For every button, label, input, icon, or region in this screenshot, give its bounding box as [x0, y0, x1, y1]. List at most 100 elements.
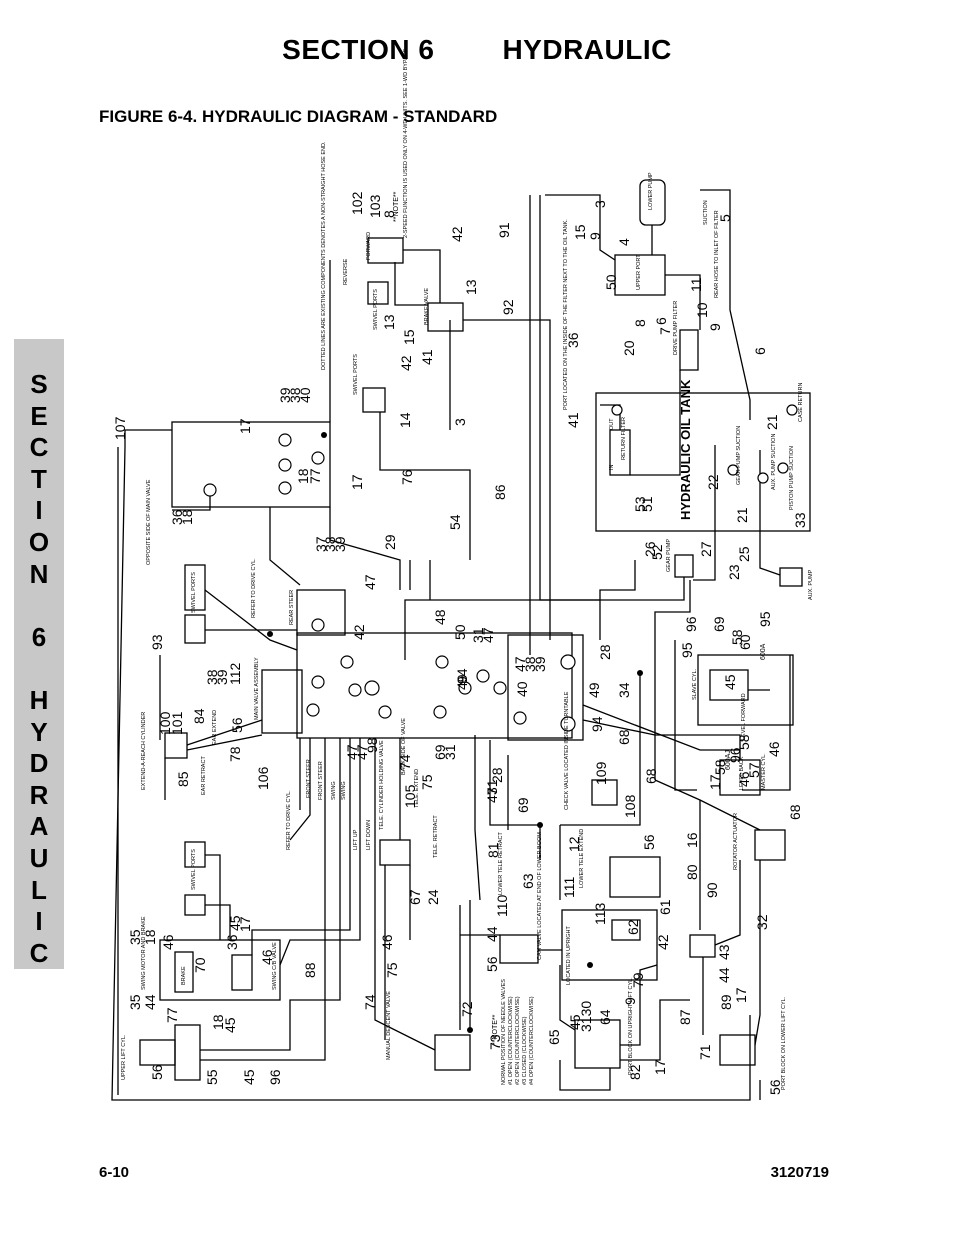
- callout-number: 49: [454, 674, 470, 690]
- hose-line: [474, 735, 481, 901]
- hose-line: [759, 450, 781, 576]
- callout-number: 68: [616, 729, 632, 745]
- callout-number: 76: [399, 469, 415, 485]
- callout-number: 31: [484, 779, 500, 795]
- callout-number: 47: [354, 744, 370, 760]
- hose-line: [379, 412, 471, 560]
- label-back-side: BACK SIDE OF VALVE: [401, 718, 407, 775]
- label-tele-cyl: TELE. CYLINDER HOLDING VALVE: [379, 740, 385, 830]
- callout-number: 103: [367, 194, 383, 218]
- port-circle: [560, 716, 576, 732]
- label-reverse: REVERSE: [343, 258, 349, 285]
- callout-number: 45: [241, 1069, 257, 1085]
- hose-line: [754, 860, 761, 1046]
- callout-number: 17: [733, 987, 749, 1003]
- callout-number: 31: [470, 627, 486, 643]
- callout-number: 20: [621, 340, 637, 356]
- callout-number: 42: [351, 624, 367, 640]
- port-circle: [378, 705, 392, 719]
- callout-number: 39: [277, 387, 293, 403]
- label-swivel-ports2: SWIVEL PORTS: [191, 849, 197, 890]
- document-number: 3120719: [770, 1164, 829, 1181]
- hose-line: [403, 249, 441, 303]
- hose-line: [200, 738, 341, 1051]
- callout-number: 18: [142, 929, 158, 945]
- callout-number: 70: [192, 957, 208, 973]
- label-upper-port: UPPER PORT: [636, 254, 642, 290]
- hose-line: [665, 274, 701, 330]
- junction-dot: [321, 432, 327, 438]
- callout-number: 50: [603, 274, 619, 290]
- callout-number: 51: [639, 496, 655, 512]
- port-circle: [458, 681, 472, 695]
- callout-number: 88: [302, 962, 318, 978]
- callout-number: 56: [484, 956, 500, 972]
- callout-number: 6: [653, 317, 669, 325]
- callout-number: 17: [707, 774, 723, 790]
- label-ear-extend: EAR EXTEND: [212, 710, 218, 745]
- callout-number: 90: [704, 882, 720, 898]
- upright-valve: [611, 919, 641, 941]
- callout-number: 89: [718, 994, 734, 1010]
- label-lower-tele: LOWER TELE RETRACT: [498, 832, 504, 895]
- label-aux-pump-suction: AUX. PUMP SUCTION: [771, 434, 777, 490]
- callout-number: 79: [630, 972, 646, 988]
- label-manual-descent: MANUAL DESCENT VALVE: [386, 991, 392, 1060]
- note-port-located: PORT LOCATED ON THE INSIDE OF THE FILTER…: [563, 219, 569, 410]
- port-circle: [364, 680, 380, 696]
- label-brake: BRAKE: [181, 966, 187, 985]
- side-tab-letter: A: [29, 811, 49, 842]
- label-aux-pump: AUX. PUMP: [808, 569, 814, 600]
- port-block-upright: [574, 1019, 621, 1069]
- port-circle: [786, 404, 798, 416]
- located-in-upright-block: [561, 909, 658, 981]
- hose-line: [186, 734, 263, 751]
- label-out: OUT: [609, 418, 615, 430]
- port-circle: [311, 618, 325, 632]
- hose-line: [374, 738, 436, 1051]
- callout-number: 65: [546, 1029, 562, 1045]
- brake-box: [174, 951, 194, 993]
- callout-number: 64: [597, 1009, 613, 1025]
- side-tab-letter: R: [29, 779, 49, 810]
- callout-number: 36: [224, 934, 240, 950]
- slave-cyl-block: [697, 654, 794, 726]
- callout-number: 56: [767, 1079, 783, 1095]
- note-needle-line: #3 CLOSED (CLOCKWISE): [522, 1016, 528, 1085]
- port-circle: [493, 681, 507, 695]
- callout-number: 38: [322, 536, 338, 552]
- callout-number: 84: [191, 708, 207, 724]
- callout-number: 78: [227, 746, 243, 762]
- callout-number: 39: [332, 536, 348, 552]
- callout-number: 45: [567, 1014, 583, 1030]
- callout-number: 74: [397, 754, 413, 770]
- callout-number: 48: [432, 609, 448, 625]
- callout-number: 69: [432, 744, 448, 760]
- aux-pump: [779, 567, 803, 587]
- callout-number: 34: [616, 682, 632, 698]
- callout-number: 73: [487, 1034, 503, 1050]
- callout-number: 56: [149, 1064, 165, 1080]
- callout-number: 10: [694, 302, 710, 318]
- label-gear-pump-suction: GEAR PUMP SUCTION: [736, 426, 742, 485]
- label-tele-retract: TELE. RETRACT: [433, 815, 439, 858]
- port-circle: [476, 669, 490, 683]
- side-tab-letter: I: [35, 495, 43, 526]
- callout-number: 35: [127, 929, 143, 945]
- brake-valve: [427, 302, 464, 332]
- hose-line: [489, 740, 541, 860]
- upper-lift-port: [174, 1024, 201, 1081]
- label-piston-pump-suction: PISTON PUMP SUCTION: [789, 446, 795, 510]
- label-swivel-ports3: SWIVEL PORTS: [373, 289, 379, 330]
- callout-number: 13: [381, 314, 397, 330]
- callout-number: 18: [179, 509, 195, 525]
- tele-cyl-holding-valve: [379, 839, 411, 866]
- port-circle: [777, 462, 789, 474]
- lower-tele-extend-block: [609, 856, 661, 898]
- callout-number: 47: [344, 744, 360, 760]
- label-front-steer: FRONT STEER: [306, 759, 312, 798]
- callout-number: 96: [727, 747, 743, 763]
- callout-number: 94: [589, 716, 605, 732]
- label-master-cyl: MASTER CYL.: [761, 753, 767, 790]
- label-brake-valve: BRAKE VALVE: [424, 288, 430, 325]
